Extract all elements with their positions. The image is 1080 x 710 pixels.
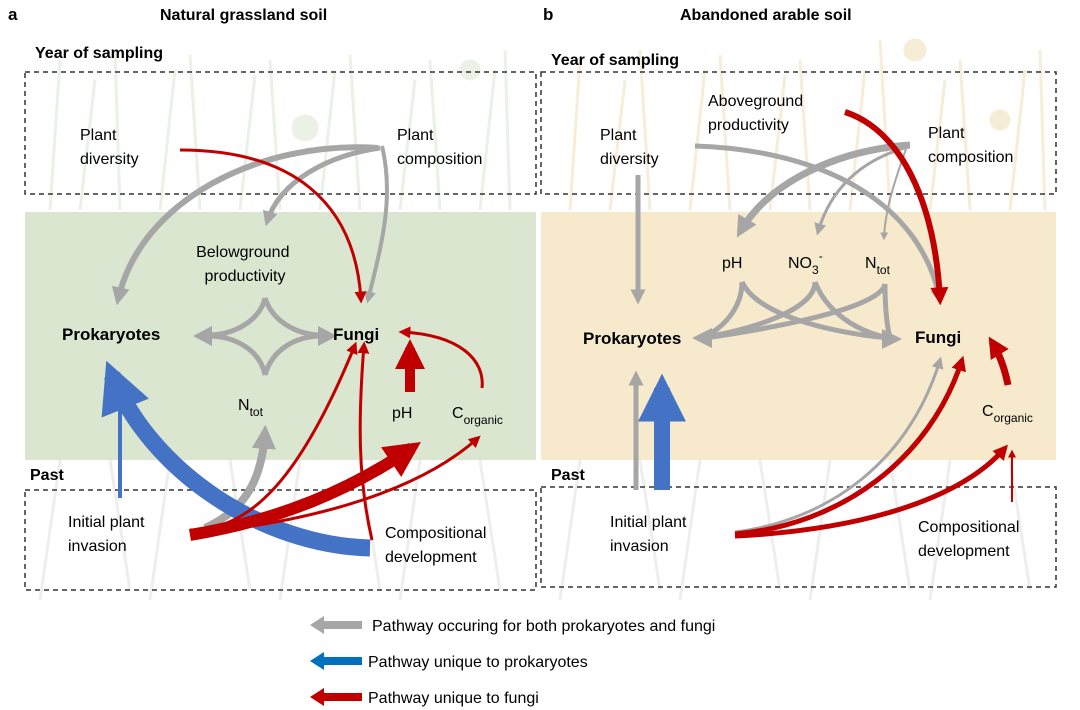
arrow-diversity-to-fungi [694,143,946,305]
vegetation-background-icon [48,49,512,211]
arrow-belowground-ntot-to-prokaryotes-fungi [207,297,323,376]
arrow-head-right [318,326,337,346]
arrow-composition-to-fungi [364,145,389,304]
arrow-composition-to-no3 [814,145,909,236]
corganic-label: Corganic [452,405,503,427]
legend-blue-arrow-icon [310,652,362,670]
panel-title-b: Abandoned arable soil [680,7,852,24]
soil-band [541,212,1056,460]
year-of-sampling-label: Year of sampling [35,45,163,62]
arrow-invasion-to-corganic [734,444,1008,539]
panel-letter-b: b [543,5,553,24]
legend-red-arrow-icon [310,688,362,706]
prokaryotes-label: Prokaryotes [62,325,160,344]
legend-item-shared: Pathway occuring for both prokaryotes an… [310,616,715,635]
plant-composition-label: Plant composition [397,127,482,168]
corganic-label: Corganic [982,403,1033,425]
initial-invasion-label: Initial plant invasion [68,514,149,555]
arrow-development-to-prokaryotes [101,360,371,557]
fungi-label: Fungi [915,328,961,347]
arrow-development-to-fungi [357,341,374,541]
arrow-head-right [882,329,902,349]
arrow-composition-to-belowground [262,145,381,227]
arrow-corganic-to-fungi [398,326,484,389]
ph-label: pH [722,255,742,272]
legend-label-prokaryotes: Pathway unique to prokaryotes [368,654,588,671]
prokaryotes-label: Prokaryotes [583,329,681,348]
arrow-corganic-to-fungi [988,336,1012,386]
panel-b: b Abandoned arable soil Year of sampling… [540,5,1057,601]
vegetation-background-icon [568,38,1047,211]
year-of-sampling-box [24,71,537,195]
compositional-development-label: Compositional development [385,525,491,566]
arrows-soil-to-prokaryotes-fungi [703,280,893,341]
aboveground-productivity-label: Aboveground productivity [708,93,808,134]
arrow-invasion-to-corganic [199,435,481,535]
plant-composition-label: Plant composition [928,125,1013,166]
ph-label: pH [392,405,412,422]
panel-a: a Natural grassland soil Year of samplin… [8,5,537,601]
past-box [540,486,1057,588]
plant-diversity-label: Plant diversity [80,127,139,168]
legend-gray-arrow-icon [310,616,362,634]
year-of-sampling-label: Year of sampling [551,52,679,69]
fungi-label: Fungi [333,325,379,344]
arrow-composition-to-prokaryotes [111,144,379,306]
arrow-head-left [692,328,712,348]
legend: Pathway occuring for both prokaryotes an… [310,616,715,707]
compositional-development-label: Compositional development [918,519,1024,560]
arrow-diversity-to-fungi [179,148,367,304]
arrow-invasion-to-fungi-gray [734,356,944,534]
legend-label-fungi: Pathway unique to fungi [368,690,539,707]
arrow-aboveground-to-fungi [844,109,949,306]
arrow-composition-to-ph [736,141,911,238]
arrow-invasion-to-ph [189,441,421,541]
past-label: Past [551,467,585,484]
past-box [24,489,537,591]
plant-diversity-label: Plant diversity [600,127,659,168]
legend-item-prokaryotes: Pathway unique to prokaryotes [310,652,588,671]
belowground-productivity-label: Belowground productivity [196,244,294,285]
arrow-head-left [193,326,212,346]
year-of-sampling-box [540,71,1057,195]
legend-item-fungi: Pathway unique to fungi [310,688,539,707]
no3-label: NO3- [788,249,823,277]
arrow-invasion-to-fungi [734,355,966,537]
ntot-label: Ntot [865,255,891,277]
initial-invasion-label: Initial plant invasion [610,514,691,555]
soil-band [25,212,536,460]
arrow-invasion-to-ntot [203,424,276,532]
legend-label-shared: Pathway occuring for both prokaryotes an… [372,618,715,635]
panel-title-a: Natural grassland soil [160,7,327,24]
ntot-label: Ntot [238,397,264,419]
past-label: Past [30,467,64,484]
panel-letter-a: a [8,5,18,24]
